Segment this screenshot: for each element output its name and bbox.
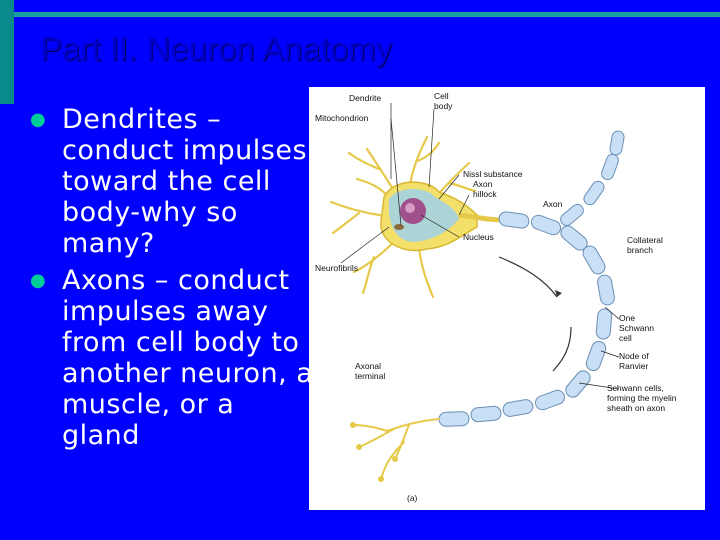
label-axon-hillock: hillock bbox=[473, 189, 497, 199]
arrow-head-icon bbox=[555, 290, 562, 297]
label-myelin-sheath: forming the myelin bbox=[607, 393, 677, 403]
bullet-dot-icon: ● bbox=[30, 270, 46, 291]
label-node-of-ranvier: Ranvier bbox=[619, 361, 648, 371]
label-nucleus: Nucleus bbox=[463, 232, 494, 242]
neuron-illustration: Dendrite Cell body Mitochondrion Nissl s… bbox=[315, 91, 677, 503]
bullet-dot-icon: ● bbox=[30, 109, 46, 130]
label-myelin-sheath: Schwann cells, bbox=[607, 383, 664, 393]
label-schwann-cell: Schwann bbox=[619, 323, 654, 333]
label-cell-body: body bbox=[434, 101, 453, 111]
bullet-list: ● Dendrites – conduct impulses toward th… bbox=[28, 104, 318, 457]
label-axonal-terminal: Axonal bbox=[355, 361, 381, 371]
label-mitochondrion: Mitochondrion bbox=[315, 113, 369, 123]
label-node-of-ranvier: Node of bbox=[619, 351, 649, 361]
bullet-text: Axons – conduct impulses away from cell … bbox=[62, 265, 314, 451]
label-myelin-sheath: sheath on axon bbox=[607, 403, 665, 413]
bullet-text: Dendrites – conduct impulses toward the … bbox=[62, 104, 308, 259]
impulse-arrow bbox=[498, 256, 558, 298]
nucleolus bbox=[405, 203, 415, 213]
label-axonal-terminal: terminal bbox=[355, 371, 385, 381]
label-cell-body: Cell bbox=[434, 91, 449, 101]
accent-bar-top bbox=[14, 12, 720, 17]
label-nissl-substance: Nissl substance bbox=[463, 169, 523, 179]
axon-hillock bbox=[458, 212, 500, 223]
impulse-arrow bbox=[552, 326, 572, 372]
terminal-boutons bbox=[350, 422, 398, 482]
slide-title: Part II. Neuron Anatomy bbox=[40, 30, 393, 67]
leader-lines bbox=[340, 103, 620, 390]
label-dendrite: Dendrite bbox=[349, 93, 381, 103]
label-collateral-branch: branch bbox=[627, 245, 653, 255]
bullet-item-dendrites: ● Dendrites – conduct impulses toward th… bbox=[28, 104, 318, 259]
label-panel: (a) bbox=[407, 493, 418, 503]
label-schwann-cell: One bbox=[619, 313, 635, 323]
label-schwann-cell: cell bbox=[619, 333, 632, 343]
neuron-diagram: Dendrite Cell body Mitochondrion Nissl s… bbox=[309, 87, 705, 510]
accent-bar-left bbox=[0, 0, 14, 104]
mitochondrion bbox=[394, 224, 404, 230]
label-collateral-branch: Collateral bbox=[627, 235, 663, 245]
myelin-sheath bbox=[438, 130, 625, 427]
axonal-terminal bbox=[352, 418, 440, 480]
bullet-item-axons: ● Axons – conduct impulses away from cel… bbox=[28, 265, 318, 451]
label-axon: Axon bbox=[543, 199, 563, 209]
label-neurofibrils: Neurofibrils bbox=[315, 263, 358, 273]
label-axon-hillock: Axon bbox=[473, 179, 493, 189]
